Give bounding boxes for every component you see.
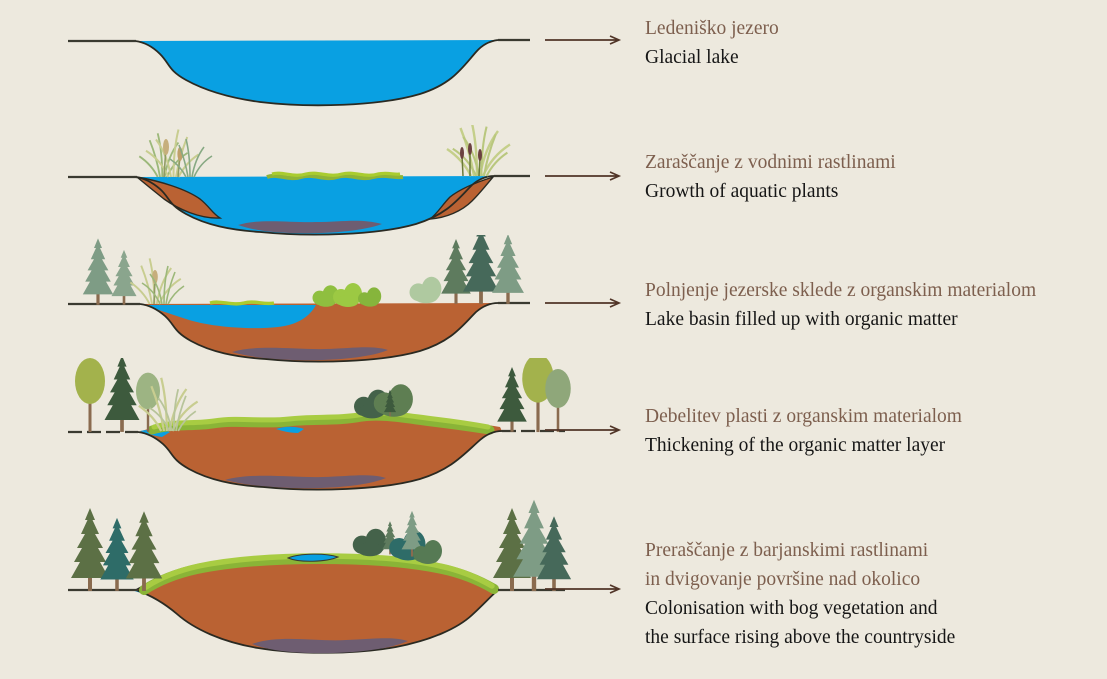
stage-5-illustration xyxy=(68,499,572,654)
stage-1-illustration xyxy=(68,38,530,107)
bottom-sediment xyxy=(232,347,388,361)
vegetation-carpet xyxy=(147,411,495,435)
arrow-right-icon xyxy=(545,35,622,45)
water-edge-plants xyxy=(312,283,382,307)
stage-3-label-en: Lake basin filled up with organic matter xyxy=(645,309,958,330)
ground-line xyxy=(68,174,530,179)
stage-2-label-en: Growth of aquatic plants xyxy=(645,181,839,202)
floating-algae xyxy=(266,173,404,181)
stage-2-label: Zaraščanje z vodnimi rastlinami Growth o… xyxy=(645,148,1100,206)
stage-3-label: Polnjenje jezerske sklede z organskim ma… xyxy=(645,276,1100,334)
stage-3-label-sl: Polnjenje jezerske sklede z organskim ma… xyxy=(645,280,1037,301)
floating-algae xyxy=(209,300,275,306)
trees-right xyxy=(497,358,571,433)
vegetation-carpet-light xyxy=(151,410,491,430)
trees-right xyxy=(409,235,524,304)
arrow-right-icon xyxy=(545,584,622,594)
stage-1-label-en: Glacial lake xyxy=(645,47,739,68)
trees-left xyxy=(75,358,199,433)
bog-shrubs xyxy=(354,384,413,419)
basin-outline xyxy=(139,302,499,363)
bottom-sediment xyxy=(252,638,408,654)
stage-2-illustration xyxy=(68,125,530,236)
stage-4-label-sl: Debelitev plasti z organskim materialom xyxy=(645,406,962,427)
bank-plants-left xyxy=(138,128,213,178)
water xyxy=(146,305,316,329)
trees-left xyxy=(71,508,163,591)
bog-pond xyxy=(286,553,340,562)
trees-right xyxy=(493,499,572,592)
stage-5-label-sl: Preraščanje z barjanskimi rastlinami in … xyxy=(645,540,929,590)
organic-matter xyxy=(138,417,502,490)
stage-5-label-en: Colonisation with bog vegetation and the… xyxy=(645,598,956,648)
water xyxy=(135,176,494,235)
water-pocket-middle xyxy=(276,426,304,433)
stage-4-label-en: Thickening of the organic matter layer xyxy=(645,435,946,456)
basin-outline xyxy=(137,430,503,491)
stage-1-label: Ledeniško jezero Glacial lake xyxy=(645,14,1100,72)
stage-1-label-sl: Ledeniško jezero xyxy=(645,18,779,39)
basin-outline xyxy=(134,175,495,236)
stage-3-illustration xyxy=(68,235,530,363)
bottom-sediment xyxy=(238,220,382,234)
arrow-right-icon xyxy=(545,298,622,308)
stage-4-illustration xyxy=(68,358,571,491)
bottom-sediment xyxy=(225,475,386,489)
bank-plants-right xyxy=(445,125,512,178)
stage-4-label: Debelitev plasti z organskim materialom … xyxy=(645,402,1100,460)
water xyxy=(135,40,498,106)
trees-left xyxy=(82,238,185,305)
ground-line xyxy=(68,301,530,306)
stage-2-label-sl: Zaraščanje z vodnimi rastlinami xyxy=(645,152,896,173)
ground-line xyxy=(68,38,530,43)
floating-algae-light xyxy=(271,171,401,177)
basin-outline xyxy=(134,39,499,107)
arrow-right-icon xyxy=(545,171,622,181)
stage-5-label: Preraščanje z barjanskimi rastlinami in … xyxy=(645,536,1100,652)
arrow-right-icon xyxy=(545,425,622,435)
